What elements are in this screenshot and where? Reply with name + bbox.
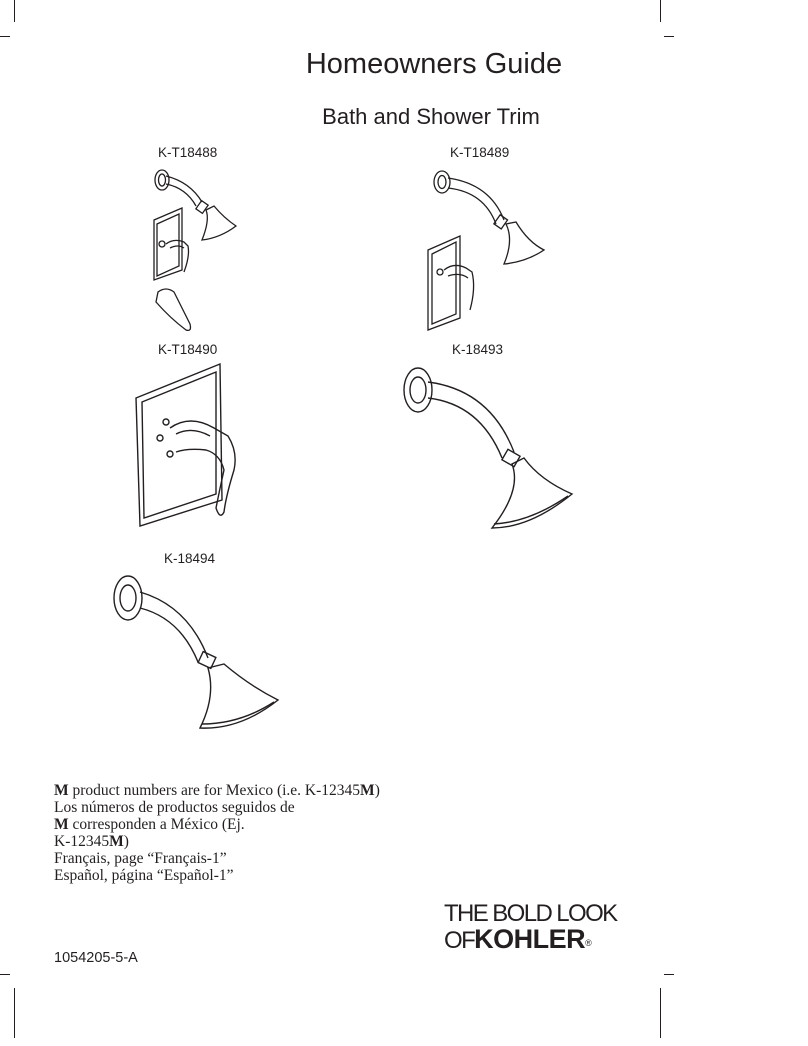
figure-showerhead-arm-small	[100, 568, 290, 740]
showerhead-icon	[200, 205, 238, 241]
notes-line-5: Français, page “Français-1”	[54, 850, 227, 867]
crop-mark	[660, 0, 661, 22]
figure-valve-trim	[130, 358, 260, 528]
notes-line-6: Español, página “Español-1”	[54, 867, 234, 884]
kohler-logo: THE BOLD LOOK OFKOHLER®	[444, 900, 618, 956]
notes-line-1: M product numbers are for Mexico (i.e. K…	[54, 782, 380, 799]
showerhead-icon	[502, 221, 546, 265]
figure-showerhead-arm-large	[390, 360, 580, 540]
flange-icon	[433, 170, 451, 194]
figure-shower-trim-set	[420, 160, 560, 340]
crop-mark	[660, 988, 661, 1038]
notes-line-3: M corresponden a México (Ej.	[54, 816, 245, 833]
flange-icon	[154, 169, 170, 191]
model-label-18494: K-18494	[164, 551, 216, 566]
crop-mark	[664, 36, 674, 37]
model-label-t18488: K-T18488	[158, 145, 218, 160]
page-title: Homeowners Guide	[305, 48, 563, 80]
tub-spout-icon	[155, 288, 192, 332]
crop-mark	[14, 0, 15, 22]
flange-icon	[113, 575, 143, 621]
valve-trim-icon	[135, 362, 223, 527]
notes-block: M product numbers are for Mexico (i.e. K…	[54, 782, 380, 884]
page-subtitle: Bath and Shower Trim	[322, 104, 540, 129]
document-number: 1054205-5-A	[54, 950, 138, 966]
crop-mark	[0, 36, 10, 37]
flange-icon	[403, 367, 433, 413]
model-label-t18489: K-T18489	[450, 145, 510, 160]
figure-bath-shower-trim-set	[140, 160, 250, 340]
showerhead-icon	[198, 663, 280, 729]
crop-mark	[14, 988, 15, 1038]
crop-mark	[0, 974, 10, 975]
valve-trim-icon	[153, 207, 183, 281]
logo-tagline: THE BOLD LOOK	[444, 900, 618, 927]
valve-trim-icon	[427, 235, 461, 331]
notes-line-4: K-12345M)	[54, 833, 129, 850]
showerhead-icon	[490, 457, 574, 529]
crop-mark	[664, 974, 674, 975]
notes-line-2: Los números de productos seguidos de	[54, 799, 295, 816]
model-label-t18490: K-T18490	[158, 342, 218, 357]
model-label-18493: K-18493	[452, 342, 504, 357]
logo-brand-line: OFKOHLER®	[444, 924, 592, 954]
